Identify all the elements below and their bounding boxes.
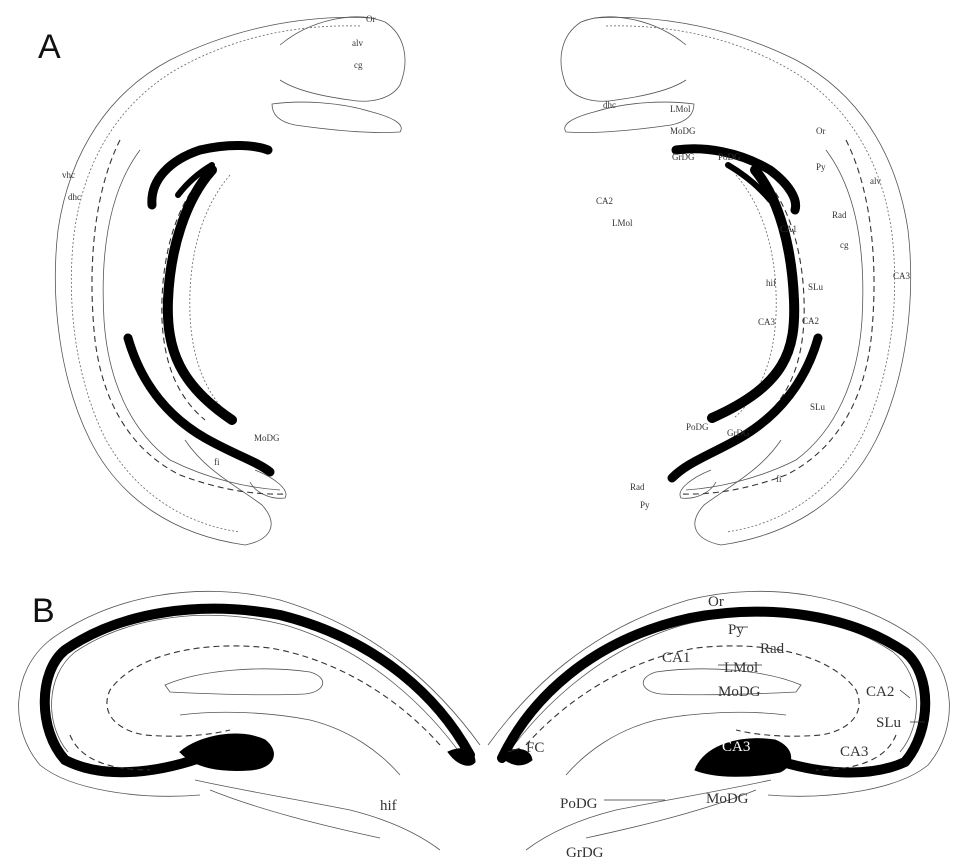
a-label: Or — [816, 126, 826, 136]
a-label: hif — [766, 278, 776, 288]
panel-b-letter: B — [32, 592, 55, 630]
b-left-lower-contour-2 — [195, 780, 440, 850]
a-label: Py — [816, 162, 826, 172]
right-upper-cap — [561, 17, 686, 101]
right-main-black-band — [712, 170, 794, 418]
left-lower-black-band — [128, 338, 270, 472]
b-label-ca2: CA2 — [866, 684, 894, 700]
a-label: SLu — [810, 402, 826, 412]
b-label-slu: SLu — [876, 715, 902, 731]
panel-b-left-half — [19, 591, 480, 850]
a-label: dhc — [68, 192, 81, 202]
panel-a-letter: A — [38, 28, 61, 66]
b-label-modg-lower: MoDG — [706, 791, 749, 807]
a-label: MoDG — [670, 126, 696, 136]
a-label: CA3 — [758, 317, 776, 327]
b-left-inner-lobe — [165, 669, 323, 695]
b-right-inner-contour — [503, 615, 916, 760]
panel-a-left-section — [55, 17, 405, 545]
panel-a: A — [38, 14, 911, 545]
a-label: Py — [640, 500, 650, 510]
b-label-grdg: GrDG — [566, 845, 604, 861]
a-label: MoDG — [254, 433, 280, 443]
right-lower-black-band — [672, 338, 818, 478]
a-label: Or — [366, 14, 376, 24]
a-label: GrDG — [727, 428, 750, 438]
b-label-ca1: CA1 — [662, 650, 690, 666]
right-dashed-contour-1 — [681, 140, 874, 494]
a-label: SLu — [808, 282, 824, 292]
b-label-ca3-outer: CA3 — [840, 744, 868, 760]
b-label-hif: hif — [380, 798, 397, 814]
a-label: PoDG — [718, 152, 741, 162]
a-label: fi — [214, 457, 220, 467]
b-left-lower-contour-3 — [210, 790, 380, 838]
left-main-black-band — [168, 170, 232, 420]
left-fimbria-lobe — [272, 102, 401, 132]
a-label: CA2 — [596, 196, 613, 206]
b-label-py: Py — [728, 622, 744, 638]
a-label: CA3 — [893, 271, 911, 281]
a-label: fi — [776, 474, 782, 484]
b-ca2-leader — [900, 690, 910, 698]
b-label-or: Or — [708, 594, 724, 610]
a-label: cg — [840, 240, 849, 250]
right-outer-dotted-contour — [606, 26, 895, 532]
b-right-dashed-1 — [526, 646, 859, 745]
panel-a-left-labels: Or alv cg dhc vhc fi MoDG — [62, 14, 376, 467]
a-label: Rad — [630, 482, 645, 492]
a-label: cg — [354, 60, 363, 70]
left-upper-cap — [280, 17, 405, 101]
a-label: Rad — [832, 210, 847, 220]
b-label-modg-upper: MoDG — [718, 684, 761, 700]
b-label-fc: FC — [526, 740, 544, 756]
a-label: PoDG — [686, 422, 709, 432]
b-label-lmol: LMol — [724, 660, 758, 676]
a-label: dhc — [603, 100, 616, 110]
panel-a-right-section — [561, 17, 911, 545]
a-label: vhc — [62, 170, 75, 180]
b-label-rad: Rad — [760, 641, 785, 657]
a-label: LMol — [612, 218, 633, 228]
b-label-podg: PoDG — [560, 796, 598, 812]
a-label: alv — [352, 38, 363, 48]
a-label: LMol — [670, 104, 691, 114]
a-label: CA2 — [802, 316, 819, 326]
panel-b: B — [19, 591, 950, 861]
left-dotted-contour-inner — [190, 175, 232, 418]
b-label-ca3-inner: CA3 — [722, 739, 750, 755]
a-label: CA1 — [780, 224, 797, 234]
a-label: alv — [870, 176, 881, 186]
a-label: GrDG — [672, 152, 695, 162]
